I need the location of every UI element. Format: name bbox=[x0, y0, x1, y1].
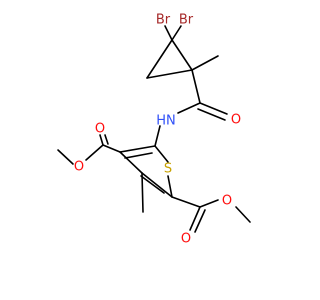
bond-amide-co-1 bbox=[199, 102, 228, 115]
bonds bbox=[57, 25, 251, 233]
bond-right-co-2 bbox=[194, 209, 206, 233]
bond-c4-ester-c bbox=[102, 144, 121, 153]
bond-ring-c3-c4 bbox=[119, 151, 143, 174]
atom-labels: Br Br HN O O O S O O bbox=[74, 13, 241, 247]
bond-left-co-1 bbox=[99, 134, 104, 146]
bond-cp-ring-2 bbox=[146, 69, 193, 79]
atom-s-ring: S bbox=[164, 162, 172, 177]
bond-ring-c5-s bbox=[154, 145, 169, 163]
bond-ring-s-c2 bbox=[167, 175, 173, 198]
bond-ring-c2-c3-double bbox=[140, 175, 165, 194]
bond-amide-co-2 bbox=[197, 108, 226, 121]
atom-o-right-ether: O bbox=[222, 194, 232, 209]
atom-nh: HN bbox=[156, 114, 176, 129]
bond-right-co-1 bbox=[189, 206, 201, 231]
atom-o-amide: O bbox=[231, 113, 241, 128]
bond-n-ring bbox=[154, 125, 161, 147]
bond-right-c-o bbox=[199, 199, 219, 208]
bond-right-o-methyl bbox=[235, 206, 251, 223]
bond-c-br1 bbox=[164, 25, 173, 41]
bond-ring-c4-c5 bbox=[119, 145, 156, 153]
atom-br-2: Br bbox=[179, 13, 194, 28]
bond-c3-methyl bbox=[141, 172, 144, 213]
bond-c2-ester-c bbox=[171, 196, 201, 208]
atom-o-left-carbonyl: O bbox=[95, 122, 105, 137]
bond-left-c-o bbox=[85, 144, 104, 161]
bond-cp-ring-1 bbox=[146, 39, 173, 79]
atom-o-right-carbonyl: O bbox=[181, 232, 191, 247]
bond-cp-amide-c bbox=[191, 69, 201, 104]
bond-ring-c2-c3 bbox=[141, 172, 173, 198]
atom-o-left-ether: O bbox=[74, 160, 84, 175]
bond-cp-ring-3 bbox=[171, 39, 193, 71]
bond-cp-methyl bbox=[191, 55, 219, 71]
molecule-structure: Br Br HN O O O S O O bbox=[57, 13, 251, 247]
bond-ring-c4-c5-double bbox=[124, 152, 153, 159]
bond-amide-cn bbox=[177, 102, 201, 114]
bond-left-co-2 bbox=[104, 134, 109, 145]
bond-c-br2 bbox=[171, 25, 182, 41]
bond-left-o-methyl bbox=[57, 149, 74, 165]
atom-br-1: Br bbox=[156, 13, 171, 28]
